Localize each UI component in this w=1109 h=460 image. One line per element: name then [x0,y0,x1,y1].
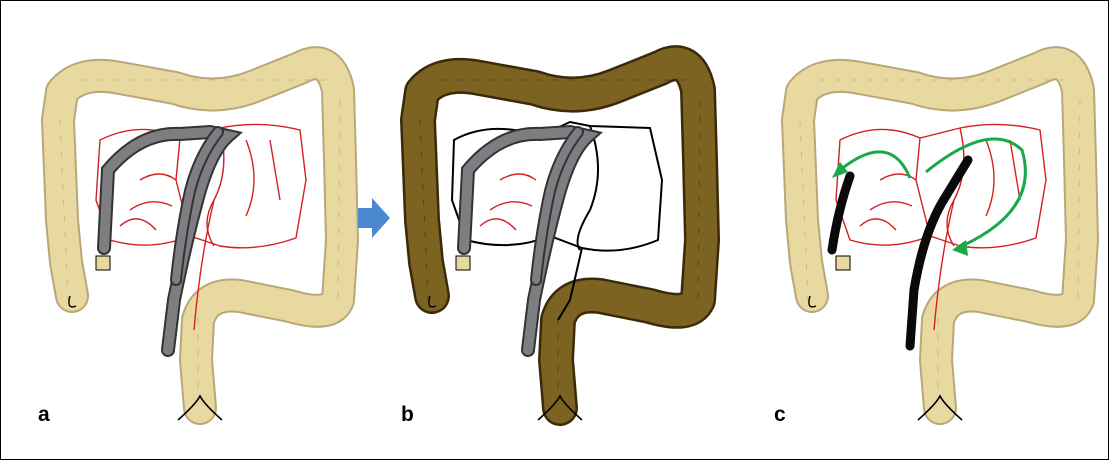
panel-b [418,63,702,420]
colon-light-c [798,63,1082,420]
panel-label-c: c [774,404,786,425]
panel-c [798,63,1082,420]
panel-label-a: a [38,404,50,425]
panel-a [58,63,342,420]
blue-right-arrow-icon [358,198,390,238]
panel-label-b: b [401,404,414,425]
